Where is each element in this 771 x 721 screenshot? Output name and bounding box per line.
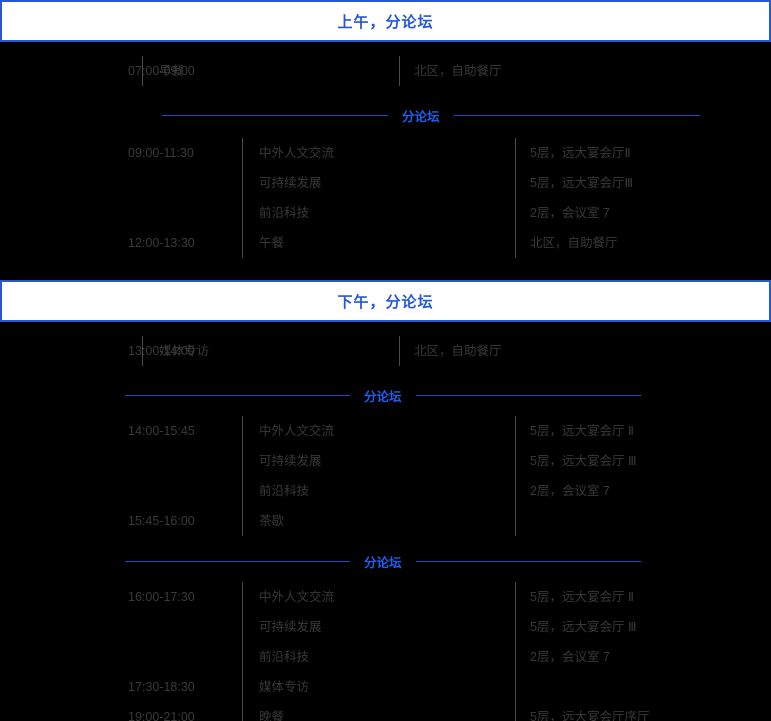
row-venue: 北区，自助餐厅 bbox=[414, 344, 502, 358]
group-divider-vertical-2 bbox=[515, 582, 516, 721]
group-times: 09:00-11:30 12:00-13:30 bbox=[0, 138, 242, 258]
group-divider-vertical bbox=[242, 416, 243, 536]
group-title: 晚餐 bbox=[259, 710, 285, 721]
group-venue: 2层，会议室 7 bbox=[530, 206, 610, 220]
group-title: 媒体专访 bbox=[259, 680, 310, 694]
divider-line-left bbox=[125, 560, 350, 562]
group-divider-vertical-2 bbox=[515, 138, 516, 258]
group-time: 09:00-11:30 bbox=[128, 146, 194, 160]
row-divider-vertical-2 bbox=[399, 336, 400, 366]
group-time: 16:00-17:30 bbox=[128, 590, 195, 604]
group-title: 前沿科技 bbox=[259, 484, 310, 498]
group-divider-vertical bbox=[242, 582, 243, 721]
group-venues: 5层，远大宴会厅 Ⅱ 5层，远大宴会厅 Ⅲ 2层，会议室 7 5层，远大宴会厅序… bbox=[516, 582, 771, 721]
group-venue: 5层，远大宴会厅 Ⅲ bbox=[530, 620, 637, 634]
row-divider-vertical bbox=[142, 56, 143, 86]
divider-line-right bbox=[415, 394, 641, 396]
subforum-divider-3: 分论坛 bbox=[0, 548, 771, 574]
agenda-group-afternoon-1: 14:00-15:45 15:45-16:00 中外人文交流 可持续发展 前沿科… bbox=[0, 416, 771, 536]
subforum-divider-1: 分论坛 bbox=[0, 102, 771, 128]
group-title: 中外人文交流 bbox=[259, 424, 335, 438]
group-venue: 5层，远大宴会厅 Ⅱ bbox=[530, 424, 635, 438]
group-venues: 5层，远大宴会厅Ⅱ 5层，远大宴会厅Ⅲ 2层，会议室 7 北区，自助餐厅 bbox=[516, 138, 771, 258]
group-time: 14:00-15:45 bbox=[128, 424, 195, 438]
group-venue: 5层，远大宴会厅Ⅲ bbox=[530, 176, 634, 190]
group-times: 14:00-15:45 15:45-16:00 bbox=[0, 416, 242, 536]
row-venue: 北区，自助餐厅 bbox=[414, 64, 502, 78]
divider-line-left bbox=[125, 394, 350, 396]
banner-title: 上午，分论坛 bbox=[337, 13, 434, 31]
divider-line-left bbox=[162, 114, 388, 116]
subforum-divider-2: 分论坛 bbox=[0, 382, 771, 408]
section-banner-morning: 上午，分论坛 bbox=[0, 0, 771, 42]
agenda-group-afternoon-2: 16:00-17:30 17:30-18:30 19:00-21:00 中外人文… bbox=[0, 582, 771, 721]
group-titles: 中外人文交流 可持续发展 前沿科技 午餐 bbox=[243, 138, 515, 258]
divider-label: 分论坛 bbox=[402, 109, 440, 124]
divider-line-right bbox=[453, 114, 700, 116]
group-venue: 5层，远大宴会厅序厅 bbox=[530, 710, 650, 721]
group-times: 16:00-17:30 17:30-18:30 19:00-21:00 bbox=[0, 582, 242, 721]
row-divider-vertical bbox=[142, 336, 143, 366]
group-titles: 中外人文交流 可持续发展 前沿科技 媒体专访 晚餐 bbox=[243, 582, 515, 721]
group-title: 可持续发展 bbox=[259, 620, 322, 634]
agenda-row-breakfast: 07:00-09:00 早餐 北区，自助餐厅 bbox=[0, 56, 771, 86]
group-venue: 2层，会议室 7 bbox=[530, 650, 610, 664]
group-venue: 北区，自助餐厅 bbox=[530, 236, 618, 250]
agenda-group-morning: 09:00-11:30 12:00-13:30 中外人文交流 可持续发展 前沿科… bbox=[0, 138, 771, 258]
group-title: 中外人文交流 bbox=[259, 146, 335, 160]
group-title: 午餐 bbox=[259, 236, 285, 250]
group-title: 前沿科技 bbox=[259, 206, 310, 220]
divider-label: 分论坛 bbox=[364, 555, 402, 570]
group-time: 12:00-13:30 bbox=[128, 236, 195, 250]
group-divider-vertical bbox=[242, 138, 243, 258]
group-venue: 2层，会议室 7 bbox=[530, 484, 610, 498]
group-venue: 5层，远大宴会厅Ⅱ bbox=[530, 146, 631, 160]
divider-line-right bbox=[415, 560, 641, 562]
group-title: 中外人文交流 bbox=[259, 590, 335, 604]
row-time: 07:00-09:00 bbox=[128, 64, 195, 78]
row-time: 13:00-14:00 bbox=[128, 344, 195, 358]
agenda-row-media: 13:00-14:00 媒体专访 北区，自助餐厅 bbox=[0, 336, 771, 366]
group-title: 可持续发展 bbox=[259, 454, 322, 468]
group-time: 19:00-21:00 bbox=[128, 710, 195, 721]
row-title: 早餐 bbox=[159, 64, 185, 78]
group-title: 可持续发展 bbox=[259, 176, 322, 190]
group-venues: 5层，远大宴会厅 Ⅱ 5层，远大宴会厅 Ⅲ 2层，会议室 7 bbox=[516, 416, 771, 536]
group-titles: 中外人文交流 可持续发展 前沿科技 茶歇 bbox=[243, 416, 515, 536]
row-divider-vertical-2 bbox=[399, 56, 400, 86]
divider-label: 分论坛 bbox=[364, 389, 402, 404]
group-time: 15:45-16:00 bbox=[128, 514, 195, 528]
row-title: 媒体专访 bbox=[159, 344, 210, 358]
group-time: 17:30-18:30 bbox=[128, 680, 195, 694]
group-venue: 5层，远大宴会厅 Ⅲ bbox=[530, 454, 637, 468]
section-banner-afternoon: 下午，分论坛 bbox=[0, 280, 771, 322]
group-title: 茶歇 bbox=[259, 514, 285, 528]
group-divider-vertical-2 bbox=[515, 416, 516, 536]
banner-title: 下午，分论坛 bbox=[337, 293, 434, 311]
group-venue: 5层，远大宴会厅 Ⅱ bbox=[530, 590, 635, 604]
group-title: 前沿科技 bbox=[259, 650, 310, 664]
